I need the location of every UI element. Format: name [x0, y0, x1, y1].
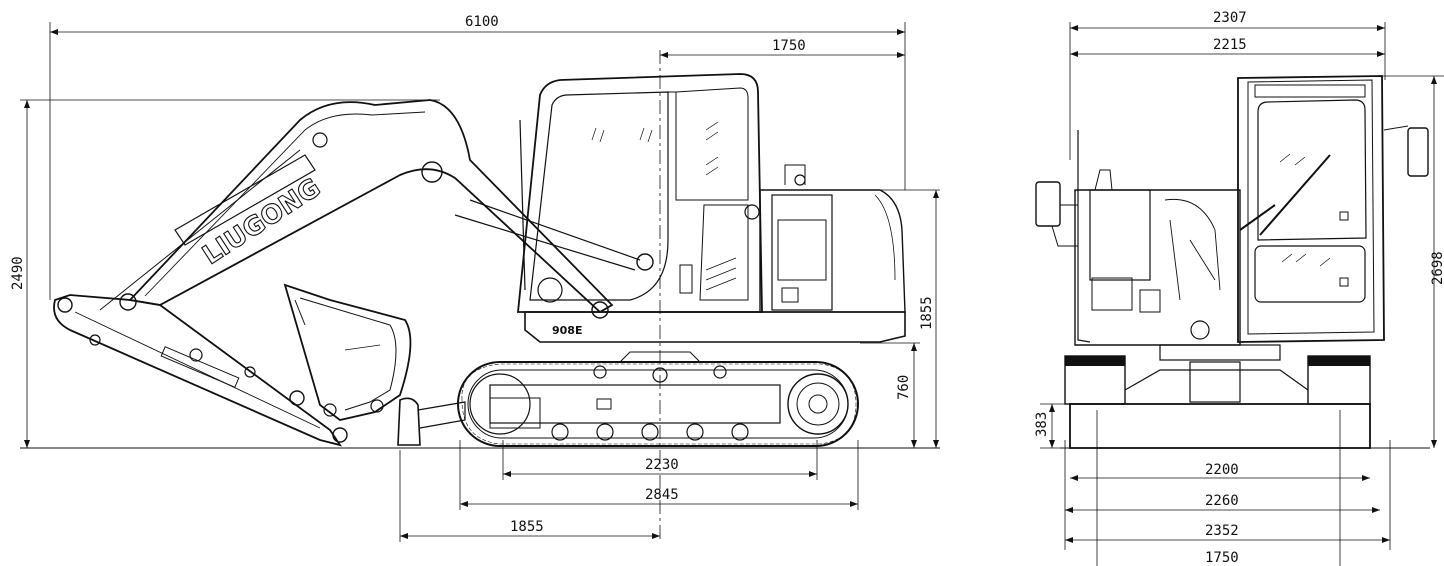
- dim-front-reach: 1855: [399, 450, 660, 542]
- label-2230: 2230: [645, 457, 679, 473]
- dim-cab-height: 2698: [1380, 75, 1444, 448]
- dim-overall-length: 6100: [49, 14, 906, 300]
- label-2200: 2200: [1205, 462, 1239, 478]
- label-2307: 2307: [1213, 10, 1247, 26]
- label-2215: 2215: [1213, 37, 1247, 53]
- dim-overall-width-top: 2307: [1069, 10, 1386, 160]
- dim-track-length: 2845: [459, 440, 859, 510]
- label-1750-front: 1750: [1205, 550, 1239, 566]
- label-2352: 2352: [1205, 523, 1239, 539]
- label-760: 760: [896, 375, 912, 400]
- label-2490: 2490: [10, 256, 26, 290]
- dim-tail-swing: 1750: [659, 38, 905, 540]
- label-2698: 2698: [1430, 251, 1444, 285]
- label-1855-vertical: 1855: [919, 296, 935, 330]
- dim-transport-height: 2490: [10, 99, 440, 448]
- label-1750-side: 1750: [772, 38, 806, 54]
- front-cab: [1237, 75, 1429, 343]
- front-upper-body: [1035, 130, 1241, 346]
- upper-structure: 908E: [517, 73, 906, 343]
- side-view: 6100 1750 2490 1855 760: [10, 14, 940, 542]
- model-badge: 908E: [552, 324, 582, 337]
- dim-bottom-widths: 2200 2260 2352 1750: [1064, 410, 1391, 566]
- label-1855-horizontal: 1855: [510, 519, 544, 535]
- bucket: [283, 283, 466, 446]
- arm: [53, 149, 348, 447]
- dim-counterweight-top: 1855: [880, 189, 940, 448]
- label-2845: 2845: [645, 487, 679, 503]
- label-6100: 6100: [465, 14, 499, 30]
- label-2260: 2260: [1205, 493, 1239, 509]
- front-view: 2307 2215 2698 383 22: [1034, 10, 1444, 566]
- dim-upper-width: 2215: [1070, 37, 1385, 57]
- track-undercarriage: [457, 351, 859, 447]
- label-383: 383: [1034, 412, 1050, 437]
- boom: LIUGONG: [128, 99, 654, 319]
- front-tracks: [1064, 344, 1371, 449]
- dim-counterweight-clearance: 760: [860, 342, 920, 448]
